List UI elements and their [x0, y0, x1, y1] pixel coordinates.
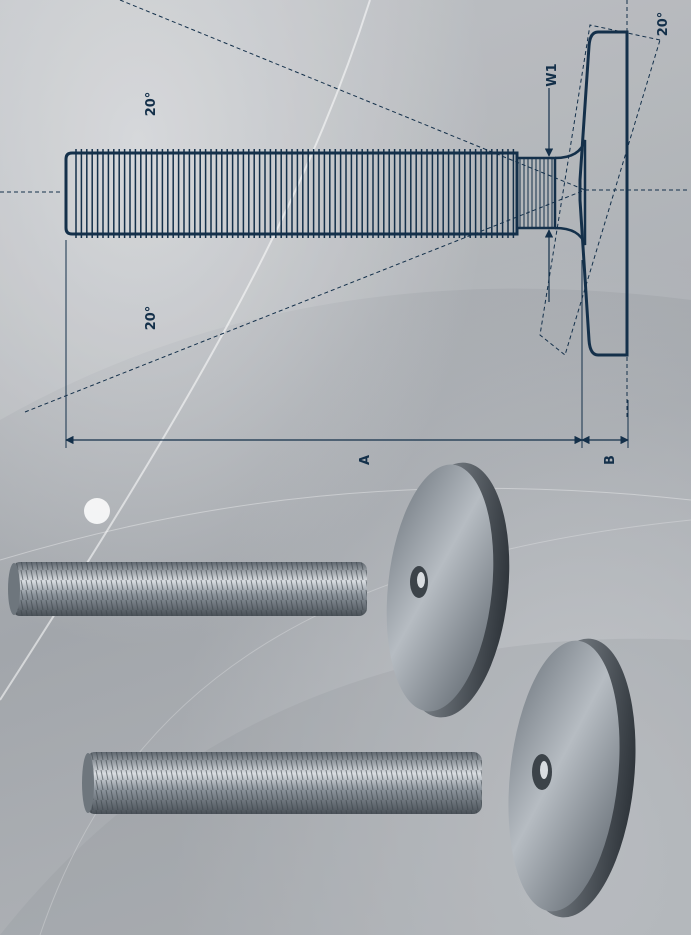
stud-collar	[554, 139, 587, 246]
swivel-base-disc-upper	[386, 462, 510, 718]
highlight-dot	[84, 498, 110, 524]
angle-label-bottom: 20°	[144, 306, 159, 331]
base-plate-outline	[578, 30, 629, 357]
dimension-a-label: A	[358, 455, 373, 465]
dimension-b-label: B	[603, 455, 618, 465]
angle-label-top: 20°	[144, 92, 159, 117]
swivel-base-disc-lower	[508, 638, 636, 918]
neck-thread-lines	[519, 158, 553, 228]
w1-label: W1	[545, 63, 560, 86]
stud-outline	[64, 139, 587, 246]
thread-lines	[75, 149, 515, 238]
threaded-stud-lower	[82, 752, 482, 814]
angle-label-right: 20°	[656, 12, 671, 37]
threaded-stud-upper	[8, 562, 367, 616]
